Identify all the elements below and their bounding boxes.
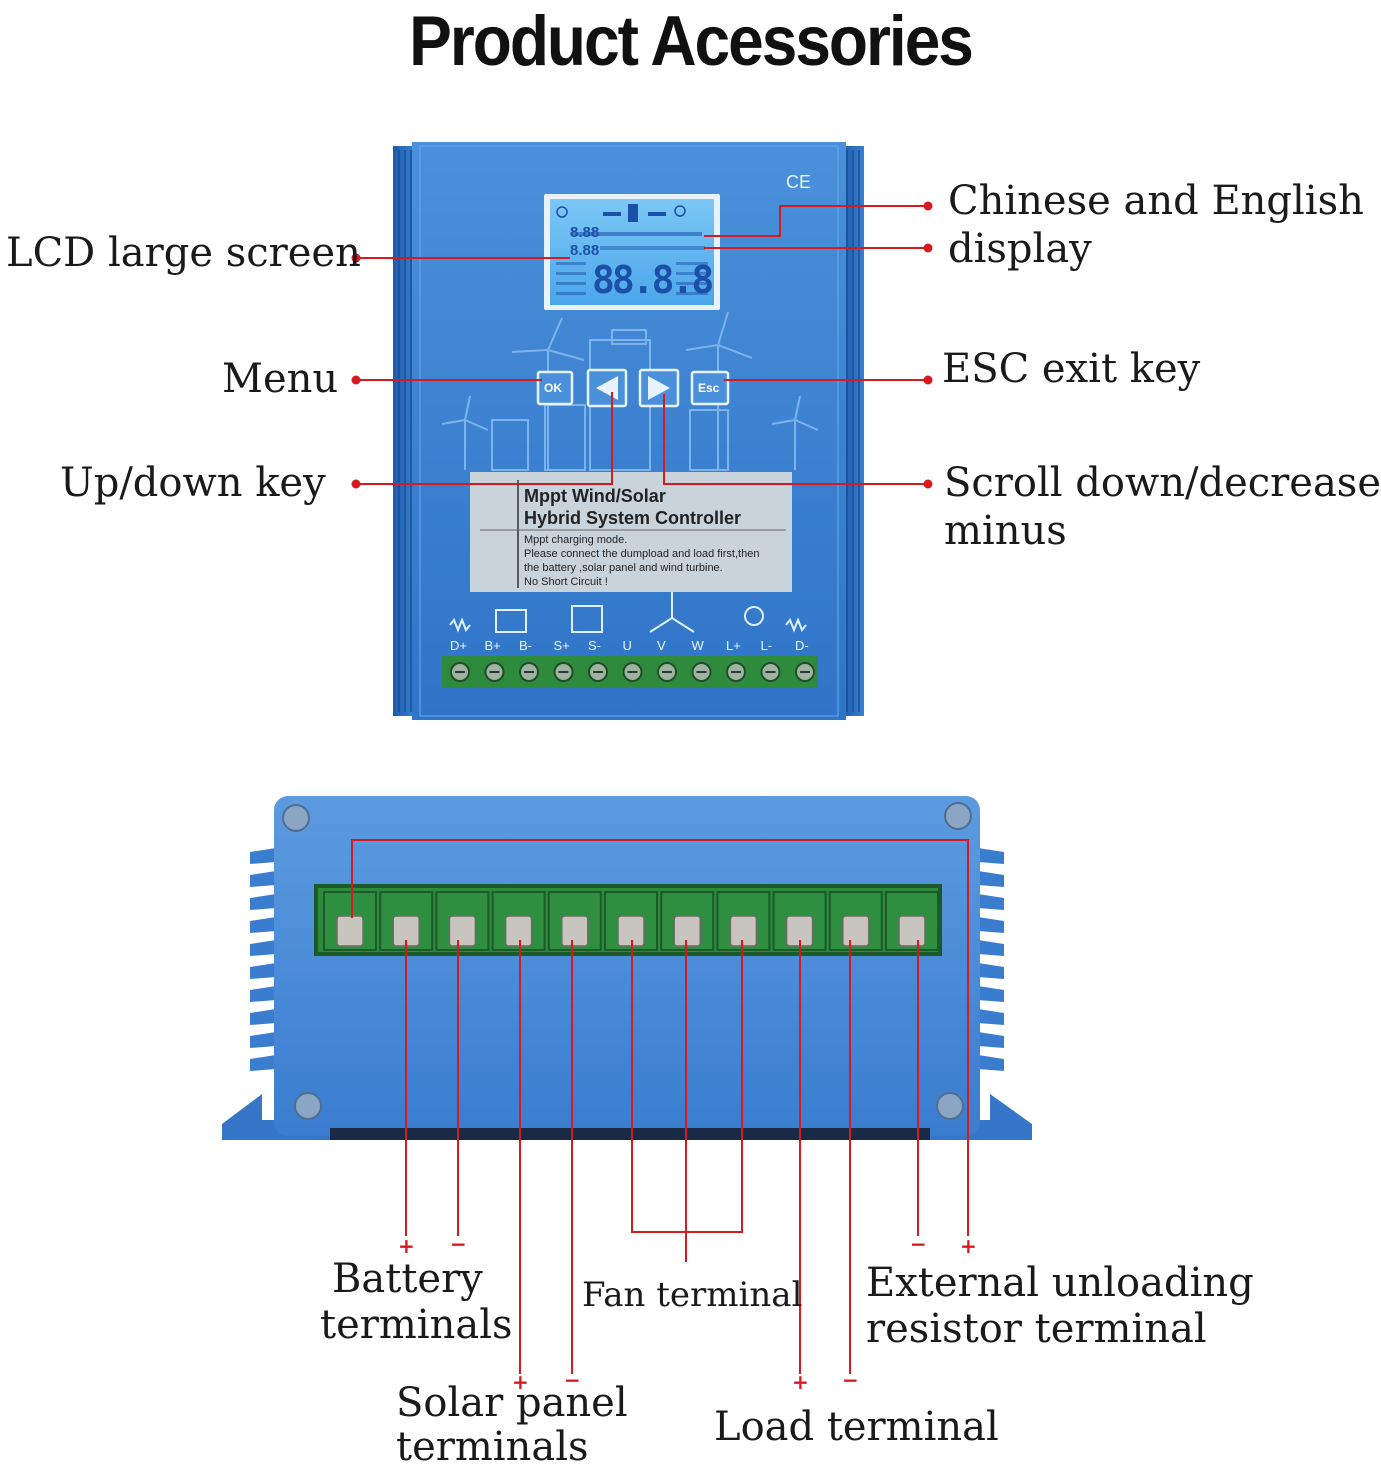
terminal-label: D- [795,638,809,653]
label-menu: Menu [222,356,339,402]
label-display-line1: Chinese and English [948,178,1364,224]
terminal-label: U [622,638,632,653]
label-load-terminal: Load terminal [714,1404,999,1450]
terminal-label: L- [760,638,773,653]
battery-icon [495,609,527,633]
bottom-device [222,796,1032,1140]
product-note-4: No Short Circuit ! [524,576,608,588]
bulb-icon [744,606,764,626]
corner-screws [282,802,972,1120]
external-minus-sign: − [910,1232,927,1256]
terminal-label: L+ [726,638,741,653]
label-esc-exit-key: ESC exit key [942,346,1201,392]
ce-mark: CE [786,172,812,192]
background-artwork [441,311,819,471]
label-scroll-line1: Scroll down/decrease [944,460,1381,506]
solar-plus-sign: + [512,1370,529,1394]
terminal-label: D+ [450,638,467,653]
label-lcd-screen: LCD large screen [6,230,361,276]
product-name-line1: Mppt Wind/Solar [524,486,666,506]
label-solar-line2: terminals [396,1424,589,1466]
terminal-label: S- [588,638,601,653]
resistor-icon-2 [785,617,807,633]
external-plus-sign: + [960,1234,977,1258]
label-battery-line1: Battery [332,1256,483,1302]
terminal-label: V [657,638,666,653]
label-display-line2: display [948,226,1092,272]
label-external-line2: resistor terminal [866,1306,1207,1352]
solar-panel-icon [571,605,603,633]
bottom-body [274,796,980,1136]
front-device [393,142,864,720]
product-note-2: Please connect the dumpload and load fir… [524,548,760,560]
label-external-line1: External unloading [866,1260,1254,1306]
lcd-main-digits: 88.8.8 [592,258,714,302]
lcd-small-digits-2: 8.88 [570,242,600,259]
product-note-3: the battery ,solar panel and wind turbin… [524,562,723,574]
esc-button-label: Esc [698,381,720,395]
battery-minus-sign: − [450,1232,467,1256]
label-solar-line1: Solar panel [396,1380,628,1426]
product-label [470,472,792,592]
terminal-label: B+ [484,638,501,653]
wind-turbine-icon [649,592,695,633]
terminal-label: B- [519,638,532,653]
load-plus-sign: + [792,1370,809,1394]
load-minus-sign: − [842,1368,859,1392]
resistor-icon [449,617,471,633]
label-battery-line2: terminals [320,1302,513,1348]
esc-button[interactable] [690,370,730,406]
label-fan-terminal: Fan terminal [582,1275,803,1315]
ok-button[interactable] [536,370,574,406]
callout-dots [351,201,933,489]
right-arrow-icon [648,376,670,400]
battery-plus-sign: + [398,1234,415,1258]
product-name-line2: Hybrid System Controller [524,508,742,528]
lcd-small-digits-1: 8.88 [570,224,600,241]
label-up-down-key: Up/down key [60,460,326,506]
page-title: Product Acessories [409,1,974,81]
label-scroll-line2: minus [944,508,1067,554]
ok-button-label: OK [544,381,562,395]
terminal-label: W [691,638,704,653]
terminal-label: S+ [553,638,570,653]
terminal-icons [449,592,807,633]
callout-lines [351,205,969,1374]
product-note-1: Mppt charging mode. [524,534,628,546]
solar-minus-sign: − [564,1368,581,1392]
